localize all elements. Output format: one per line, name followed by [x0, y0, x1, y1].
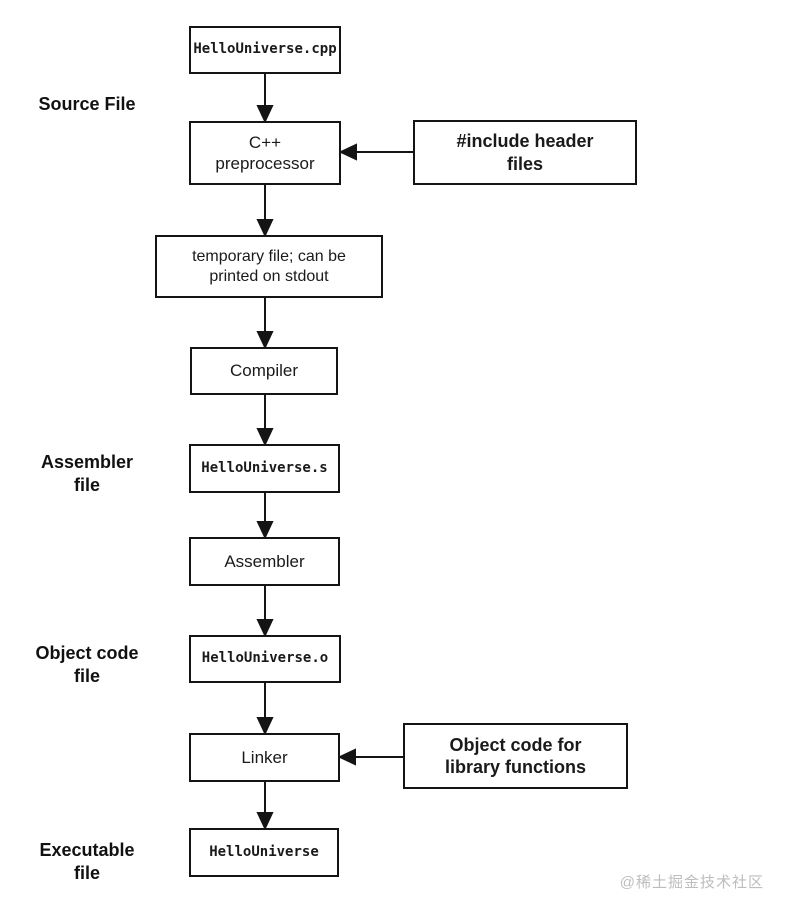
arrow-assembler-to-objectfile — [256, 586, 274, 638]
node-object-file: HelloUniverse.o — [189, 635, 341, 683]
node-source-file: HelloUniverse.cpp — [189, 26, 341, 74]
watermark-text: @稀土掘金技术社区 — [619, 874, 764, 891]
label-object-code-file: Object code file — [35, 643, 139, 687]
arrow-preprocessor-to-tempfile — [256, 185, 274, 238]
node-linker: Linker — [189, 733, 340, 782]
node-assembler-file: HelloUniverse.s — [189, 444, 340, 493]
arrow-assemblerfile-to-assembler — [256, 493, 274, 540]
node-include-headers: #include header files — [413, 120, 637, 185]
label-executable-file: Executable file — [39, 840, 135, 884]
arrow-compiler-to-assemblerfile — [256, 395, 274, 447]
label-assembler-file: Assembler file — [40, 452, 134, 496]
node-executable: HelloUniverse — [189, 828, 339, 877]
node-compiler: Compiler — [190, 347, 338, 395]
node-library-objects: Object code for library functions — [403, 723, 628, 789]
arrow-objectfile-to-linker — [256, 683, 274, 736]
node-temporary-file: temporary file; can be printed on stdout — [155, 235, 383, 298]
label-source-file: Source File — [38, 94, 136, 114]
arrow-libobjects-to-linker — [337, 748, 403, 766]
arrow-cpp-to-preprocessor — [256, 74, 274, 124]
node-preprocessor: C++ preprocessor — [189, 121, 341, 185]
arrow-tempfile-to-compiler — [256, 298, 274, 350]
arrow-includes-to-preprocessor — [338, 143, 413, 161]
node-assembler: Assembler — [189, 537, 340, 586]
arrow-linker-to-executable — [256, 782, 274, 831]
